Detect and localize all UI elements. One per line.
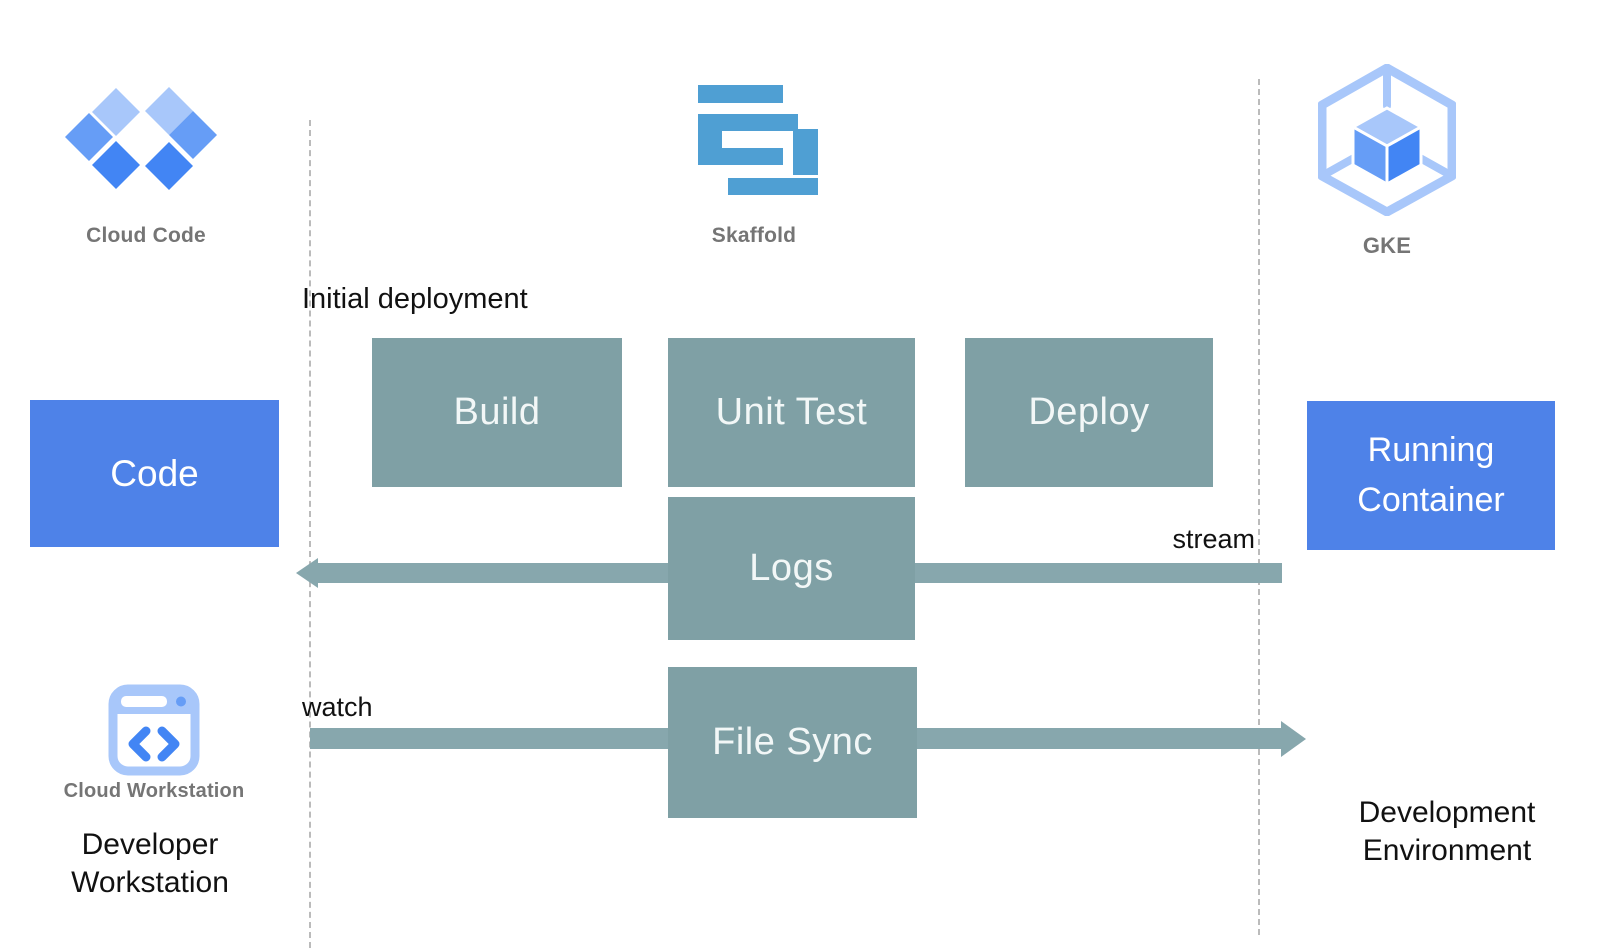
logs-node: Logs: [668, 497, 915, 640]
gke-label: GKE: [1362, 233, 1412, 258]
file-sync-watch-arrow-head: [1281, 721, 1306, 757]
skaffold-label: Skaffold: [711, 224, 797, 247]
cloud-workstation-label: Cloud Workstation: [63, 780, 245, 802]
stream-label: stream: [1172, 524, 1255, 554]
build-node: Build: [372, 338, 622, 487]
gke-icon: [1318, 64, 1456, 216]
file-sync-node: File Sync: [668, 667, 917, 818]
running-container-node: Running Container: [1307, 401, 1555, 550]
left-column-divider: [309, 120, 311, 948]
unit-test-node: Unit Test: [668, 338, 915, 487]
developer-workstation-label: Developer Workstation: [71, 828, 229, 899]
cloud-workstation-icon: [108, 684, 200, 776]
cloud-code-label: Cloud Code: [86, 224, 206, 247]
code-node: Code: [30, 400, 279, 547]
development-environment-label: Development Environment: [1358, 796, 1536, 867]
cloud-code-icon: [65, 87, 217, 190]
right-column-divider: [1258, 79, 1260, 935]
logs-stream-arrow-head: [296, 558, 318, 588]
skaffold-icon: [698, 85, 818, 195]
initial-deployment-label: Initial deployment: [302, 283, 528, 315]
watch-label: watch: [302, 692, 373, 722]
deploy-node: Deploy: [965, 338, 1213, 487]
